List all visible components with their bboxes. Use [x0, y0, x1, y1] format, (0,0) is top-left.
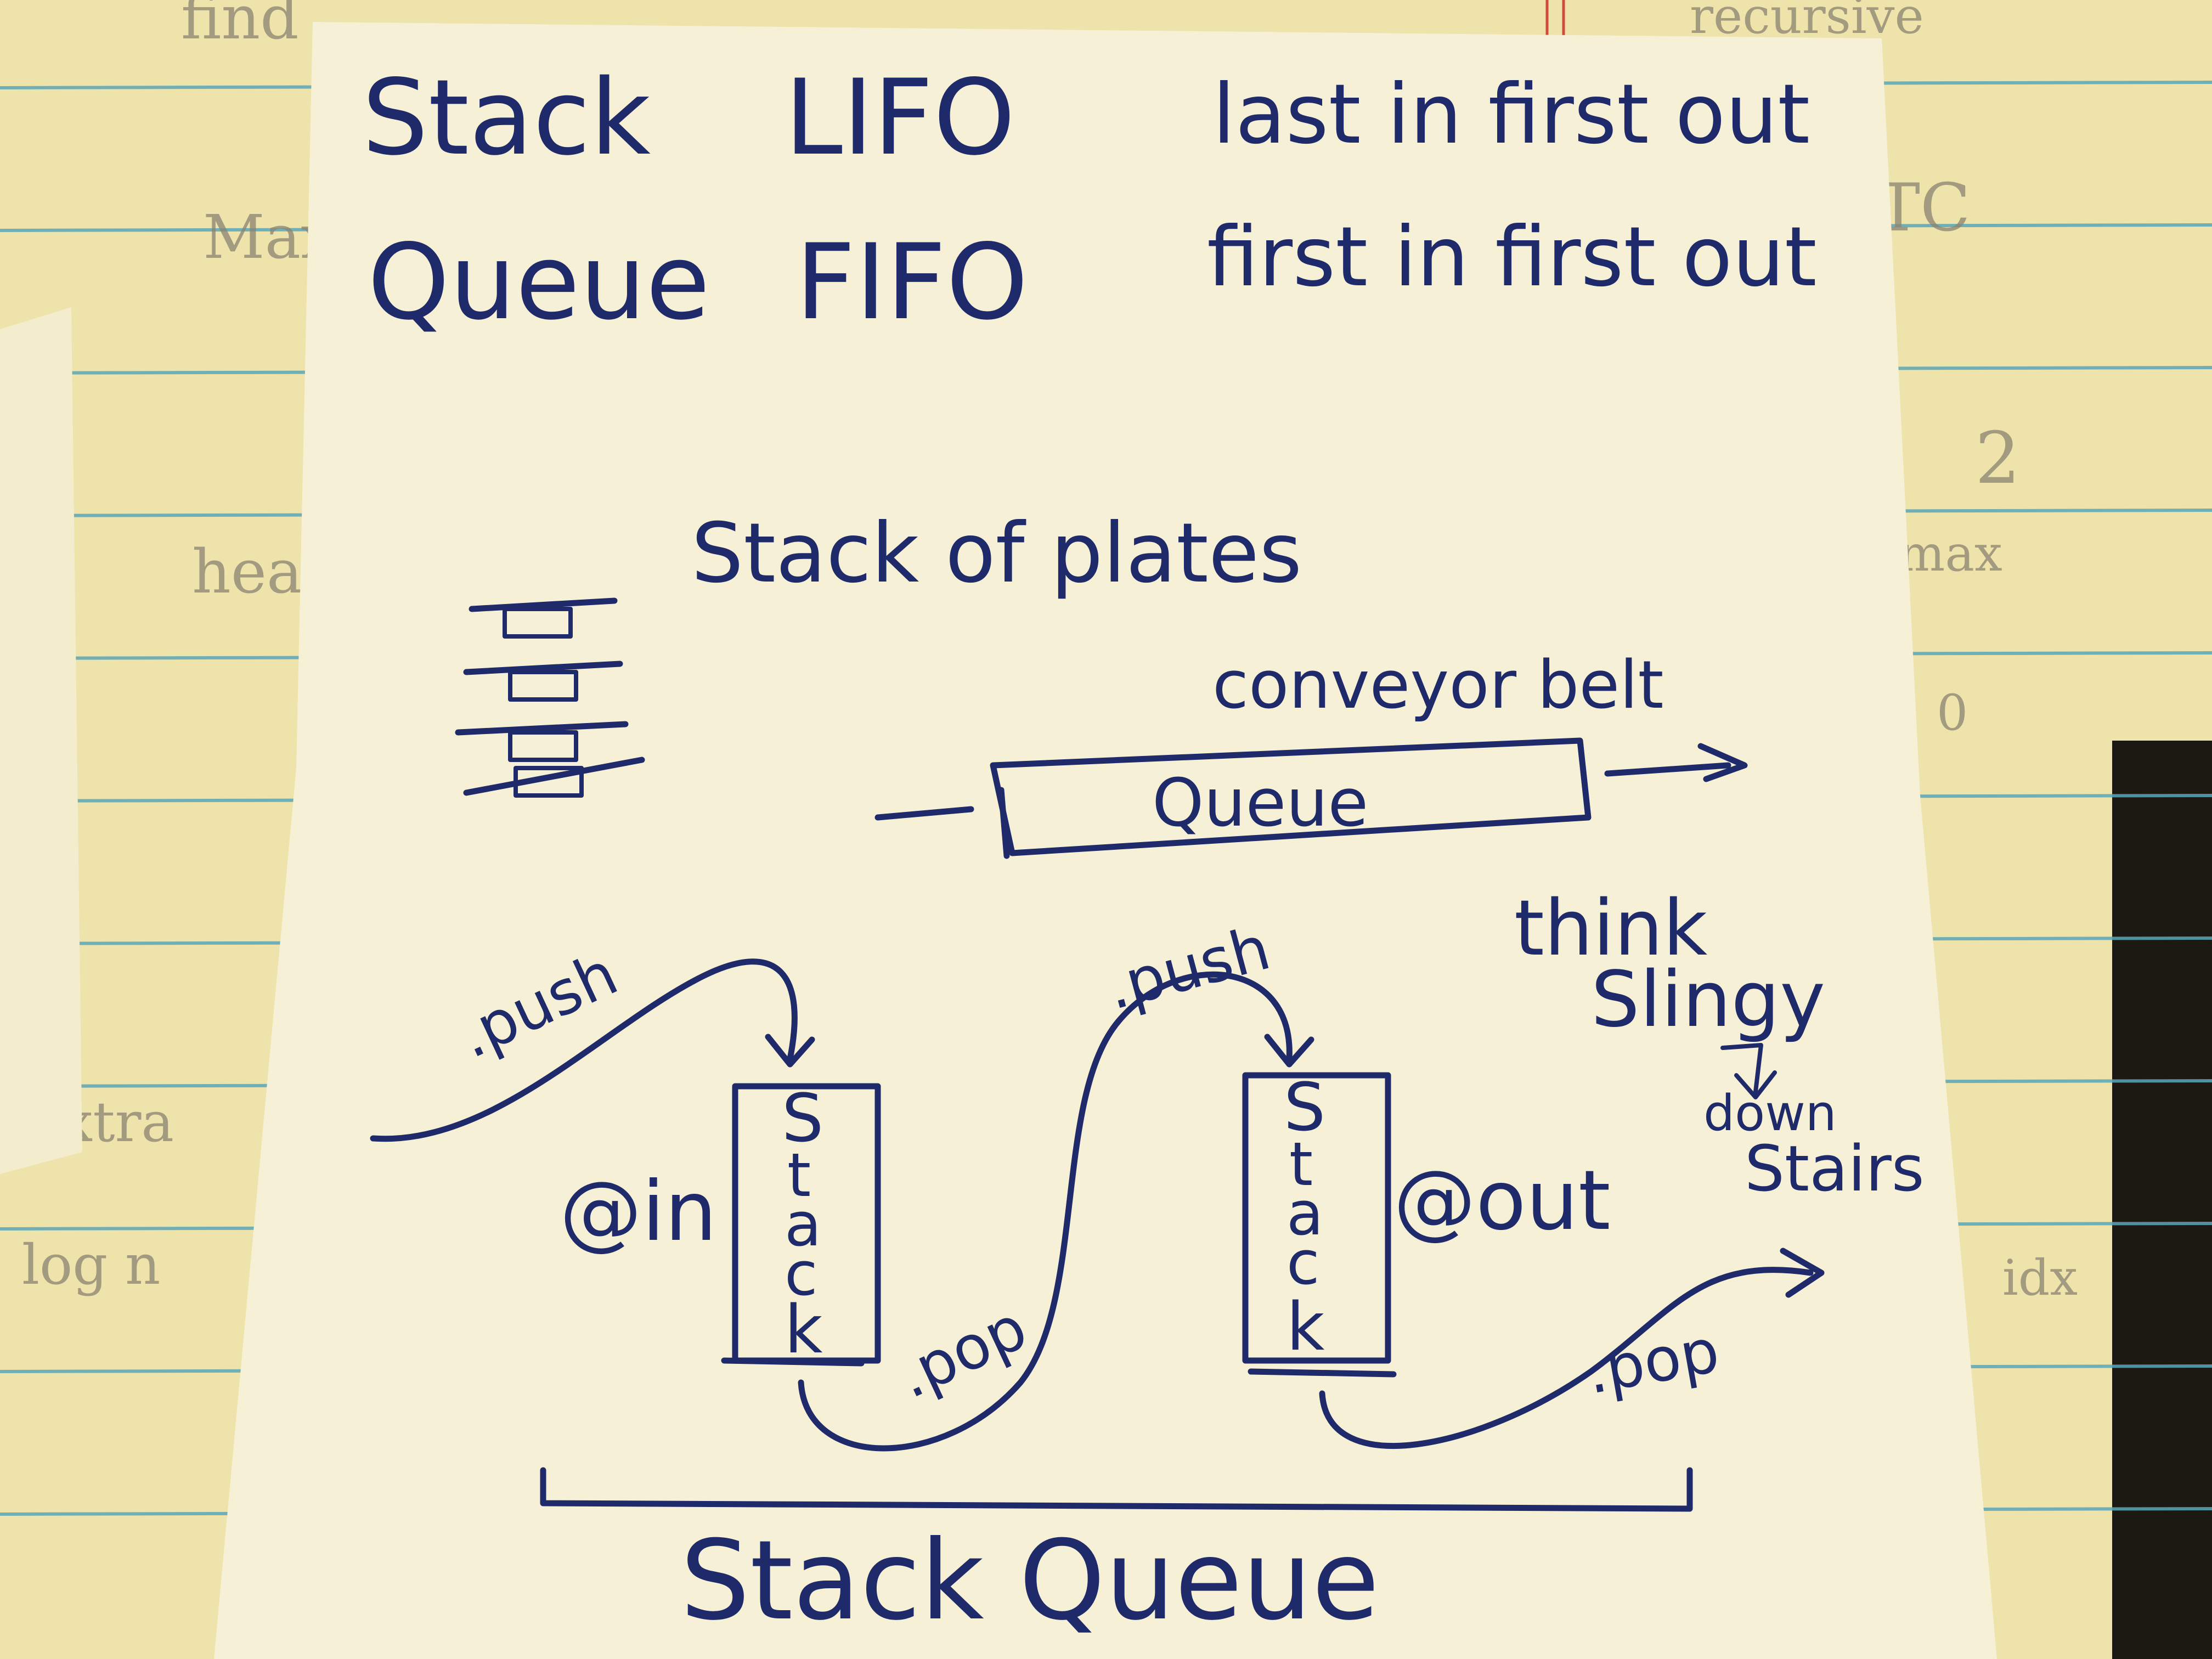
stairs-label: Stairs — [1745, 1132, 1925, 1206]
push-curve-1 — [370, 958, 798, 1142]
sticky-note: Stack LIFO last in first out Queue FIFO … — [214, 22, 1997, 1659]
down-arrow-icon — [1720, 1043, 1763, 1094]
scrap-right-5: 0 — [1937, 684, 1968, 742]
plates-label: Stack of plates — [691, 506, 1302, 601]
scrap-left-5: log n — [22, 1233, 160, 1297]
slinky-label-1: think — [1514, 884, 1707, 973]
stack-in-letter: c — [785, 1239, 817, 1309]
slinky-label-2: Slingy — [1591, 955, 1825, 1045]
push-arrow-2-icon — [1264, 1034, 1314, 1068]
stack-out-letter: S — [1284, 1070, 1325, 1146]
stack-in-letter: S — [782, 1081, 823, 1157]
in-label: @in — [560, 1164, 717, 1260]
stack-out-letter: k — [1286, 1289, 1325, 1365]
out-label: @out — [1393, 1153, 1611, 1249]
pop-arrow-2-icon — [1780, 1248, 1825, 1298]
stack-in-letter: k — [785, 1292, 823, 1368]
stack-out-letter: c — [1286, 1228, 1319, 1298]
stack-in-box — [721, 1083, 881, 1367]
stack-in-letter: a — [785, 1189, 821, 1260]
bottom-label: Stack Queue — [680, 1517, 1379, 1645]
row1-term: Stack — [362, 57, 651, 178]
scrap-right-6: idx — [2002, 1249, 2078, 1307]
stack-out-letter: t — [1289, 1129, 1313, 1199]
down-label: down — [1703, 1085, 1837, 1142]
scrap-right-4: max — [1898, 525, 2002, 583]
row2-acronym: FIFO — [795, 222, 1028, 343]
back-sticky-note — [0, 307, 82, 1174]
row1-acronym: LIFO — [785, 57, 1015, 178]
stack-in-letter: t — [787, 1140, 811, 1210]
conveyor-queue — [874, 737, 1748, 859]
stack-out-letter: a — [1286, 1178, 1323, 1249]
pop-curve-2 — [1319, 1267, 1814, 1449]
row1-meaning: last in first out — [1212, 67, 1810, 162]
bracket — [540, 1467, 1693, 1512]
scrap-right-2: TC — [1876, 170, 1971, 246]
conveyor-queue-label: Queue — [1152, 765, 1368, 842]
scrap-right-3: 2 — [1975, 416, 2021, 500]
row2-meaning: first in first out — [1207, 210, 1817, 305]
row2-term: Queue — [368, 222, 710, 343]
stack-in-letters: S t a c k — [782, 1081, 823, 1368]
conveyor-label: conveyor belt — [1212, 647, 1664, 724]
stack-out-letters: S t a c k — [1284, 1070, 1325, 1365]
scrap-left-1: find — [181, 0, 299, 53]
pop-push-curve — [798, 971, 1293, 1452]
push-arrow-1-icon — [765, 1034, 815, 1068]
plates-icon — [455, 597, 645, 798]
sticky-note-paper — [214, 22, 1997, 1659]
stack-out-box — [1242, 1072, 1397, 1378]
